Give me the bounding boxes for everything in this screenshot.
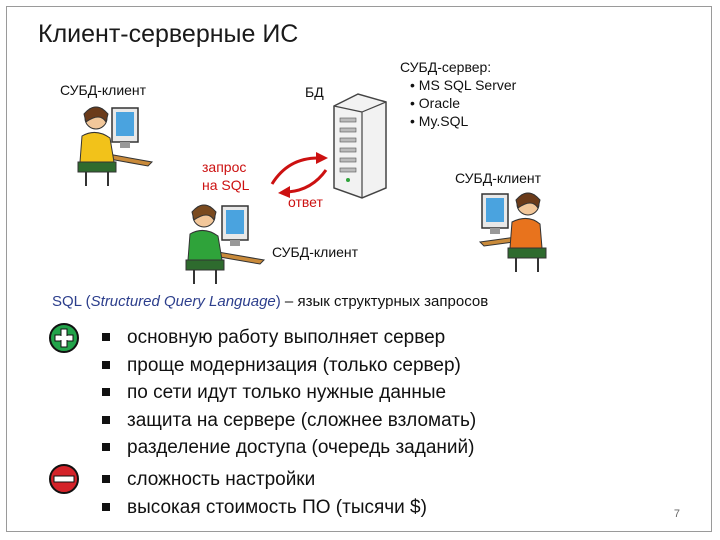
page-number: 7 [673,508,680,520]
advantage-item: по сети идут только нужные данные [100,379,476,407]
response-arrowhead [278,186,290,198]
server-label: СУБД-сервер: [400,59,492,75]
response-label: ответ [288,194,323,210]
request-arrow [270,156,319,185]
minus-icon [49,464,79,494]
disadvantage-item: сложность настройки [100,466,427,494]
request-label: запрос на SQL [202,158,249,194]
request-label-line1: запрос [202,159,247,175]
client-workstation-icon [185,204,266,284]
plus-icon [49,323,79,353]
sql-description: – язык структурных запросов [280,293,489,310]
client-bottom-label: СУБД-клиент [272,244,359,260]
advantage-item: защита на сервере (сложнее взломать) [100,407,476,435]
sql-open-paren: ( [81,293,91,310]
disadvantage-item: высокая стоимость ПО (тысячи $) [100,494,427,522]
advantage-item: разделение доступа (очередь заданий) [100,434,476,462]
request-arrowhead [316,152,328,164]
db-label: БД [305,84,324,100]
advantage-item: проще модернизация (только сервер) [100,352,476,380]
client-right-label: СУБД-клиент [455,170,542,186]
server-info: СУБД-сервер: • MS SQL Server • Oracle • … [400,58,516,130]
sql-full-name: Structured Query Language [90,293,276,310]
server-product-item: • MS SQL Server [410,77,517,93]
slide-frame [6,6,712,532]
sql-abbr: SQL [52,293,82,310]
client-workstation-icon [478,192,547,272]
client-workstation-icon [77,106,154,186]
sql-definition: SQL (Structured Query Language) – язык с… [52,293,488,310]
advantage-item: основную работу выполняет сервер [100,324,476,352]
sql-close-paren: ) [275,293,281,310]
server-products-list: • MS SQL Server • Oracle • My.SQL [400,76,516,130]
response-arrow [287,169,328,194]
slide-title: Клиент-серверные ИС [38,20,299,48]
database-server-icon [333,93,387,199]
disadvantages-list: сложность настройки высокая стоимость ПО… [100,466,427,521]
server-product-item: • Oracle [410,95,461,111]
client-top-left-label: СУБД-клиент [60,82,147,98]
request-response-arrows [270,152,328,198]
server-product-item: • My.SQL [410,113,469,129]
request-label-line2: на SQL [202,177,250,193]
advantages-list: основную работу выполняет сервер проще м… [100,324,476,462]
